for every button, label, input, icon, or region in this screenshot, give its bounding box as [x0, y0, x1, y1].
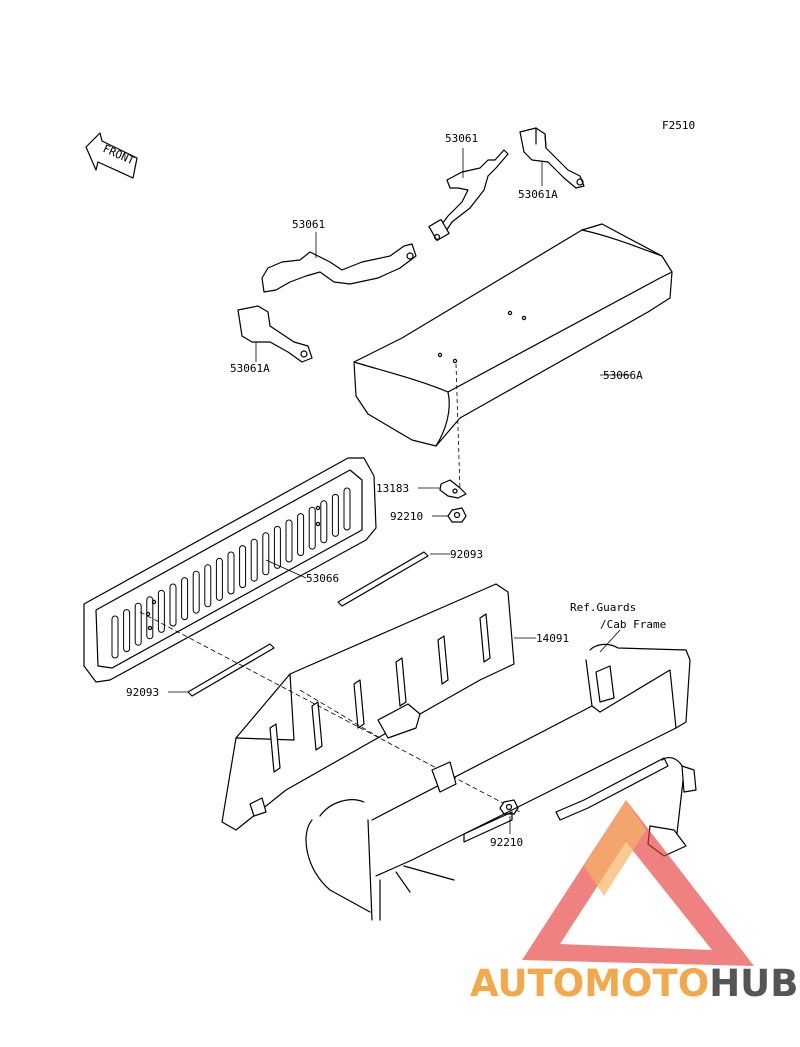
label-rod-left: 92093 — [126, 686, 159, 699]
label-seat-cushion: 53066A — [603, 369, 643, 382]
watermark-text: AUTOMOTOHUB — [470, 962, 798, 1005]
backrest-slot — [192, 570, 200, 614]
backrest-slot — [204, 564, 212, 608]
rod-right — [337, 551, 450, 607]
bracket — [418, 479, 467, 499]
strap-top-end — [519, 127, 585, 189]
seat-base-rib — [437, 635, 449, 685]
strap-left — [261, 232, 417, 293]
backrest-slot — [343, 487, 351, 531]
backrest-slots — [111, 487, 351, 659]
seat-base-rib — [395, 657, 407, 707]
rod-left — [168, 643, 275, 697]
backrest-slot — [331, 493, 339, 537]
watermark-part2: HUB — [709, 962, 798, 1005]
backrest-slot — [308, 506, 316, 550]
backrest-slot — [297, 513, 305, 557]
label-backrest: 53066 — [306, 572, 339, 585]
seat-base-rib — [269, 723, 281, 773]
label-strap-top: 53061 — [445, 132, 478, 145]
front-arrow-icon: FRONT — [85, 132, 138, 179]
seat-base-rib — [311, 701, 323, 751]
seat-base — [139, 583, 536, 831]
backrest-slot — [146, 596, 154, 640]
backrest-slot — [262, 532, 270, 576]
label-strap-left-end: 53061A — [230, 362, 270, 375]
label-rod-right: 92093 — [450, 548, 483, 561]
backrest-slot — [250, 538, 258, 582]
backrest-slot — [285, 519, 293, 563]
backrest-slot — [123, 609, 131, 653]
label-seat-base: 14091 — [536, 632, 569, 645]
watermark-logo — [522, 800, 754, 966]
label-ref-line1: Ref.Guards — [570, 601, 636, 614]
backrest-slot — [215, 557, 223, 601]
backrest-slot — [134, 602, 142, 646]
backrest — [83, 457, 377, 683]
label-strap-left: 53061 — [292, 218, 325, 231]
seat-cushion — [353, 223, 673, 491]
backrest-slot — [273, 525, 281, 569]
backrest-slot — [111, 615, 119, 659]
strap-top — [428, 148, 509, 242]
seat-base-rib — [479, 613, 491, 663]
seat-base-ribs — [269, 613, 491, 773]
nut-top — [432, 507, 467, 523]
label-nut-bottom: 92210 — [490, 836, 523, 849]
backrest-slot — [239, 545, 247, 589]
strap-left-end — [237, 305, 313, 363]
label-ref-line2: /Cab Frame — [600, 618, 666, 631]
seat-base-rib — [353, 679, 365, 729]
figure-code: F2510 — [662, 119, 695, 132]
backrest-slot — [227, 551, 235, 595]
backrest-slot — [181, 577, 189, 621]
backrest-slot — [157, 589, 165, 633]
label-bracket: 13183 — [376, 482, 409, 495]
label-strap-top-end: 53061A — [518, 188, 558, 201]
watermark-part1: AUTOMOTO — [470, 962, 709, 1005]
backrest-slot — [169, 583, 177, 627]
label-nut-top: 92210 — [390, 510, 423, 523]
backrest-slot — [320, 500, 328, 544]
nut-bottom — [499, 799, 519, 834]
